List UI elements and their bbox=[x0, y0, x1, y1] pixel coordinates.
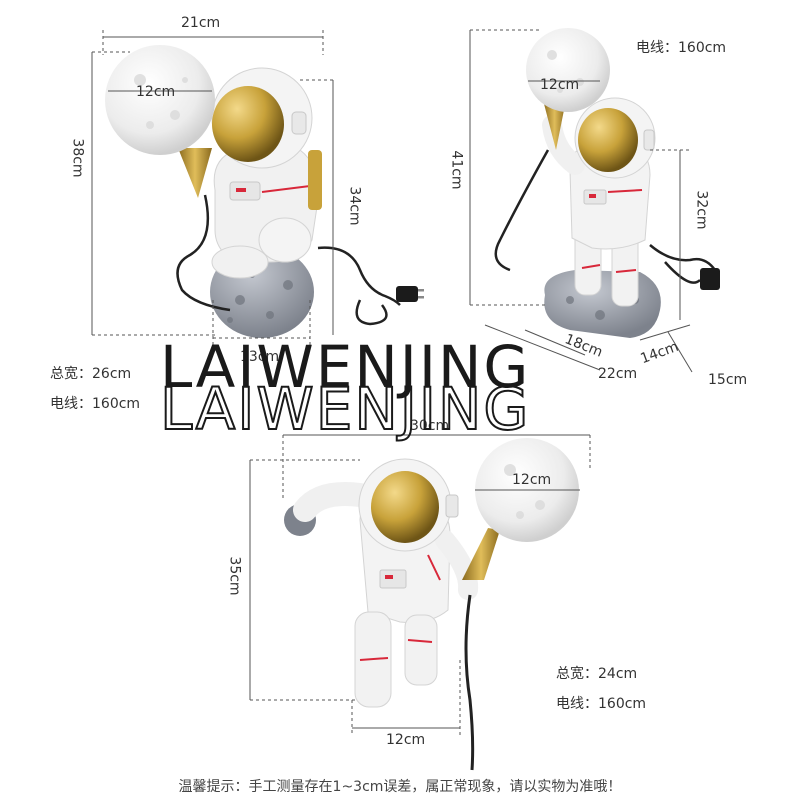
product3-base-width: 12cm bbox=[386, 732, 426, 748]
product1-moon-diameter: 12cm bbox=[136, 84, 176, 100]
moon-lamp-icon bbox=[105, 45, 215, 155]
moon-rock-base bbox=[544, 270, 661, 338]
product3-figure bbox=[284, 438, 579, 771]
product1-total-width: 总宽：26cm bbox=[50, 366, 132, 382]
product3-width-top: 30cm bbox=[410, 418, 450, 434]
product2-base-length: 22cm bbox=[598, 366, 638, 382]
product3-dimension-lines bbox=[249, 434, 591, 735]
moon-lamp-icon bbox=[526, 28, 610, 112]
product1-dimension-lines bbox=[91, 30, 335, 345]
product1-figure bbox=[105, 45, 424, 338]
product2-base-side: 15cm bbox=[708, 372, 748, 388]
product2-height-body: 32cm bbox=[693, 190, 710, 230]
product2-height-total: 41cm bbox=[448, 150, 465, 190]
product3-height-total: 35cm bbox=[226, 556, 243, 596]
product3-cord-length: 电线：160cm bbox=[556, 696, 647, 712]
product1-base-width: 13cm bbox=[240, 349, 280, 365]
watermark-text-outline: LAIWENJING bbox=[159, 375, 531, 443]
product3-moon-diameter: 12cm bbox=[512, 472, 552, 488]
product2-dimension-lines bbox=[469, 29, 693, 373]
product1-height-body: 34cm bbox=[346, 186, 363, 226]
product1-height-total: 38cm bbox=[69, 138, 86, 178]
watermark-text: LAIWENJING bbox=[160, 333, 531, 401]
power-plug-icon bbox=[355, 286, 424, 326]
product1-cord-length: 电线：160cm bbox=[50, 396, 141, 412]
product2-figure bbox=[494, 28, 720, 338]
product2-cord-length: 电线：160cm bbox=[636, 40, 727, 56]
product3-total-width: 总宽：24cm bbox=[556, 666, 638, 682]
product1-width-top: 21cm bbox=[181, 15, 221, 31]
power-plug-icon bbox=[664, 261, 720, 290]
product2-moon-diameter: 12cm bbox=[540, 77, 580, 93]
footer-notice: 温馨提示：手工测量存在1~3cm误差，属正常现象，请以实物为准哦！ bbox=[178, 779, 622, 795]
